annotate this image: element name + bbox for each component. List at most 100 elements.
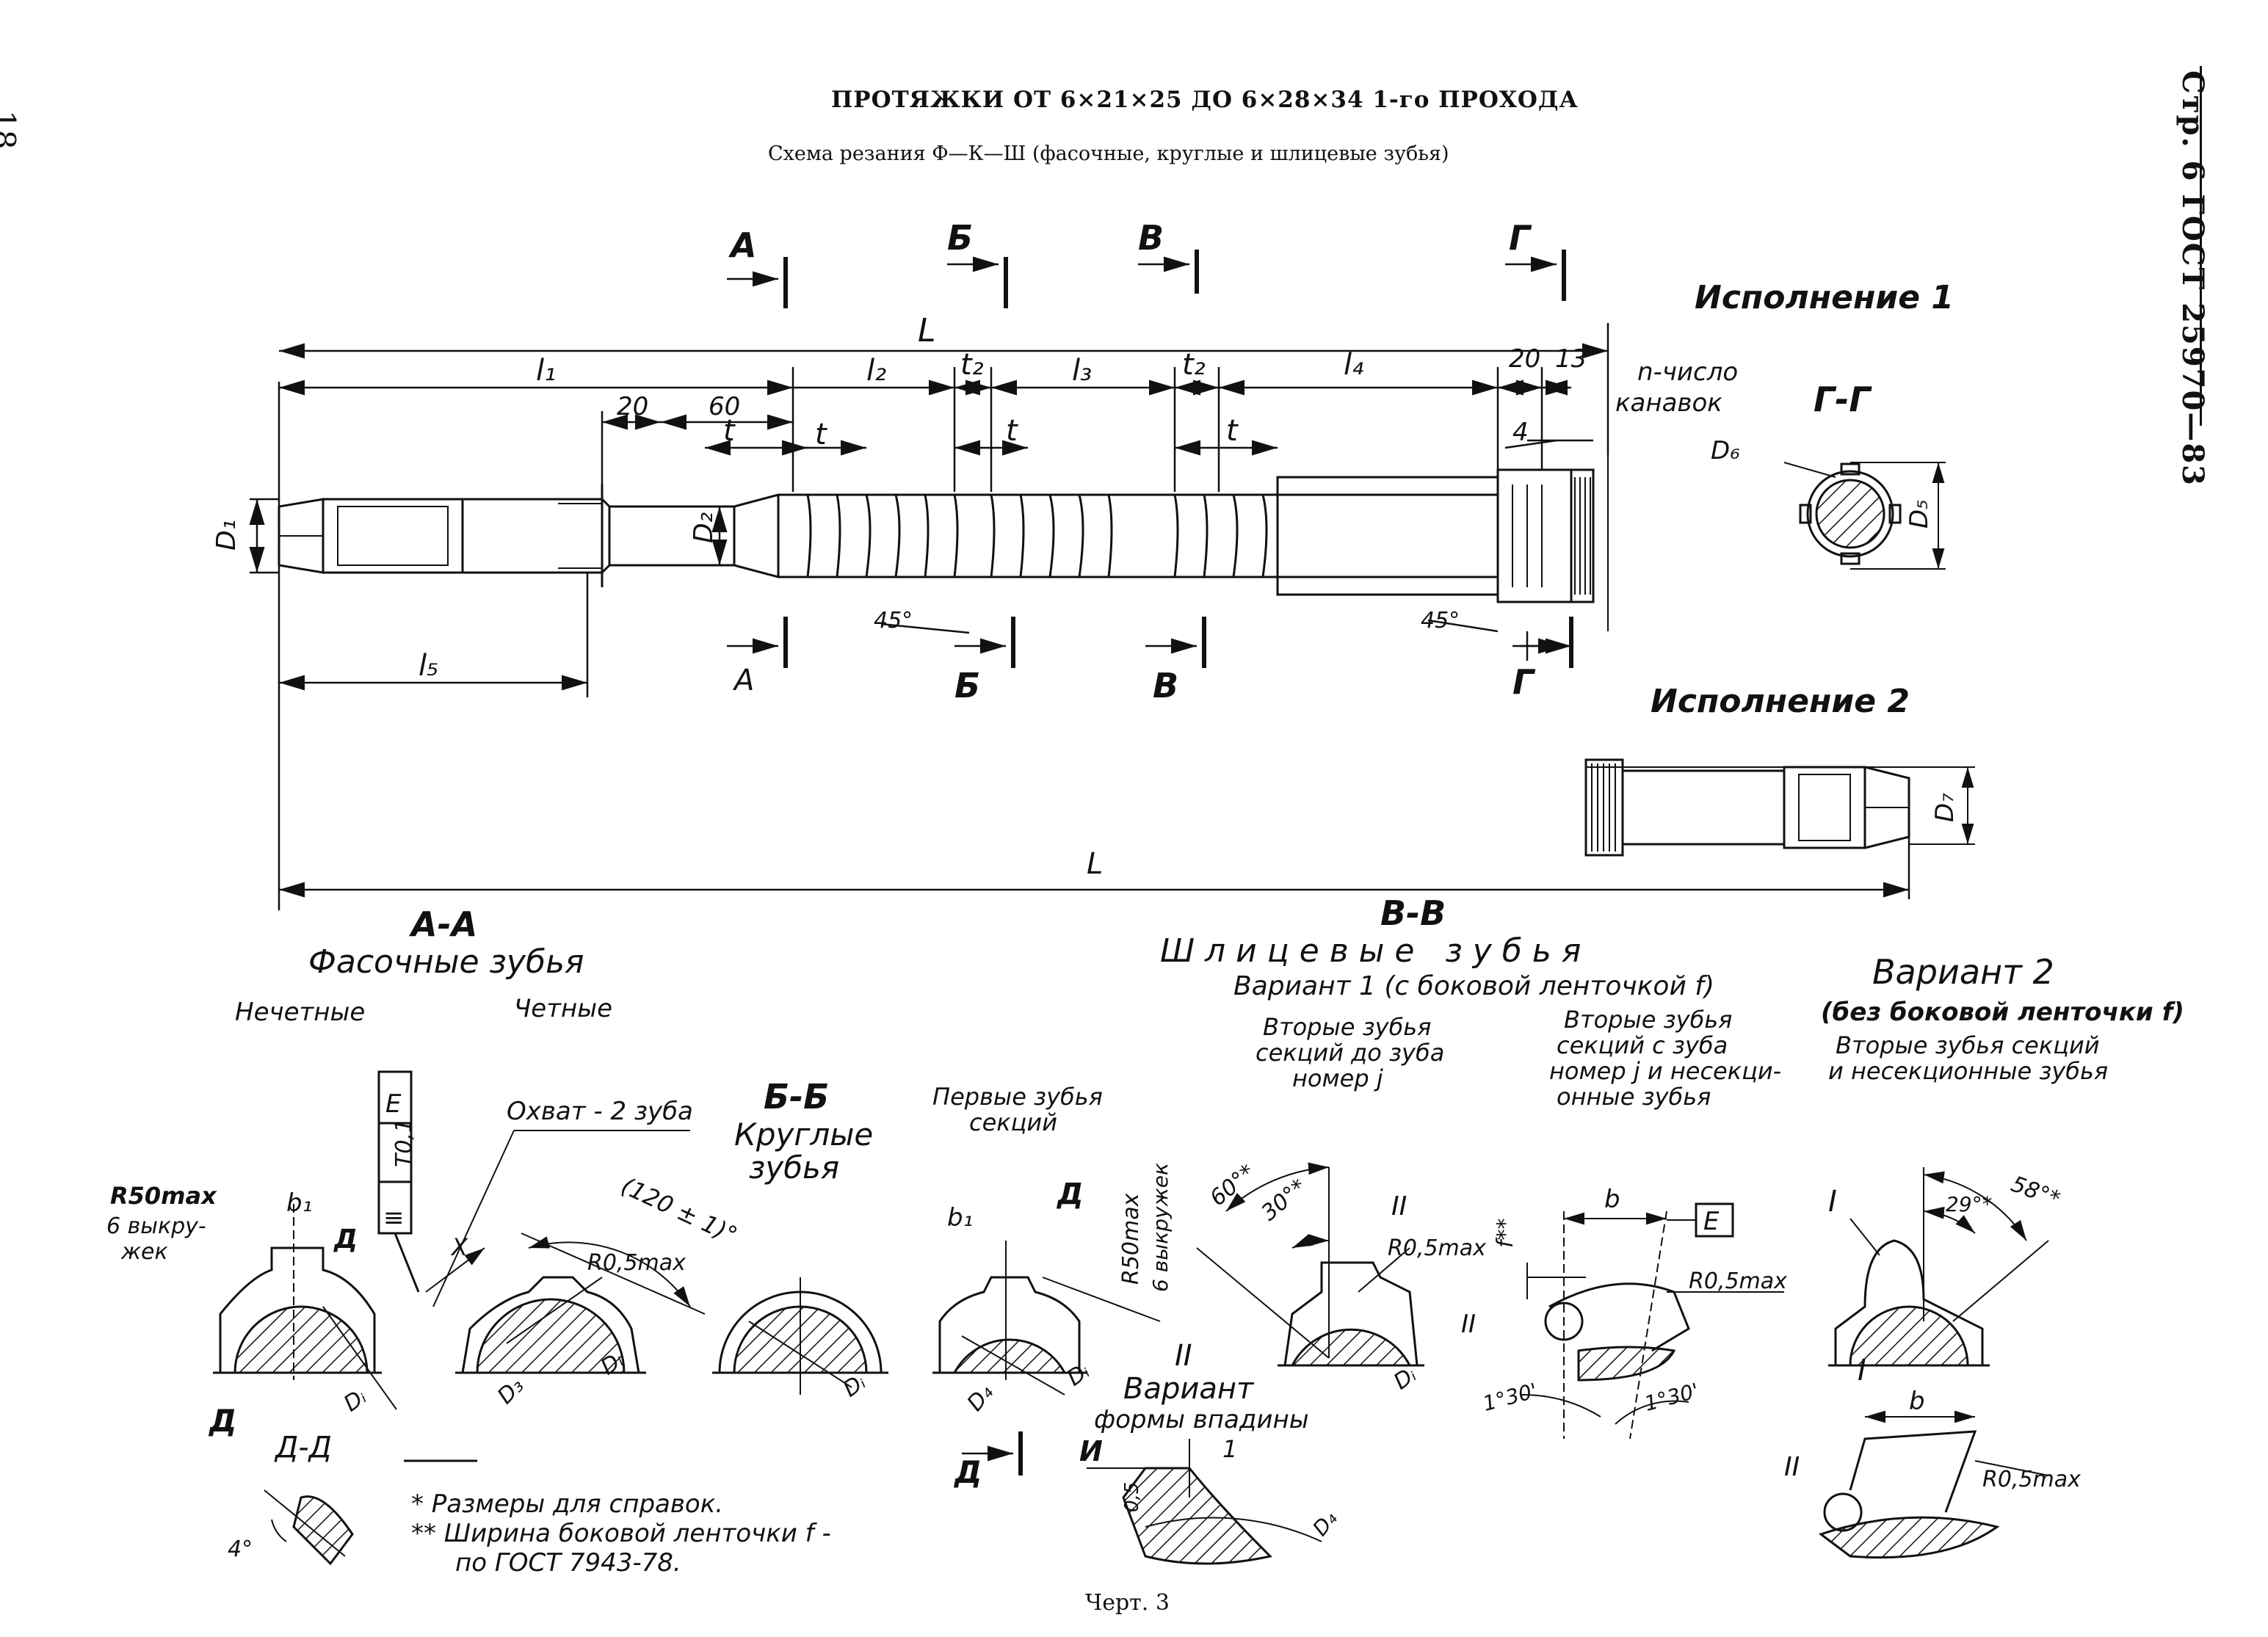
label-ang130-b: 1°30' — [1642, 1379, 1701, 1416]
variant1-first-teeth — [932, 1241, 1161, 1395]
label-r50: R50max — [110, 1182, 217, 1210]
variant2-desc-2: и несекционные зубья — [1828, 1057, 2108, 1085]
variant1-third-1: Вторые зубья — [1564, 1006, 1732, 1034]
variant2-note: (без боковой ленточки f) — [1821, 998, 2184, 1027]
label-coverage: Охват - 2 зуба — [507, 1097, 693, 1126]
dim-t2-b: t₂ — [1182, 348, 1206, 382]
datum-e — [1667, 1202, 1734, 1238]
version-2-label: Исполнение 2 — [1651, 683, 1910, 720]
variant1-second-1: Вторые зубья — [1263, 1013, 1431, 1041]
mark-g-top: Г — [1509, 218, 1532, 258]
dim-l1: l₁ — [536, 354, 556, 388]
section-bb-name-2: зубья — [749, 1150, 839, 1186]
section-gg-view — [1783, 462, 1946, 570]
dim-4: 4 — [1512, 418, 1529, 447]
tooth-group-3 — [1173, 494, 1268, 578]
dim-45-b: 45° — [1421, 608, 1460, 634]
section-aa-odd — [213, 1204, 397, 1410]
label-dd: Д-Д — [274, 1431, 332, 1464]
label-roman2-b: II — [1461, 1310, 1476, 1339]
dim-l2: l₂ — [866, 354, 886, 388]
label-d05: 0,5 — [1121, 1482, 1143, 1512]
grooves-label-1: n-число — [1637, 357, 1738, 387]
dim-L-top: L — [918, 312, 936, 349]
label-b1-b: b₁ — [947, 1203, 973, 1233]
groove-variant-ii — [1087, 1439, 1322, 1565]
section-bb-title: Б-Б — [764, 1077, 829, 1117]
label-x: X — [450, 1233, 468, 1261]
dim-t-2: t — [815, 418, 827, 451]
mark-b-bottom: Б — [954, 666, 980, 705]
label-f: f** — [1493, 1218, 1518, 1248]
variant2-desc-1: Вторые зубья секций — [1836, 1031, 2100, 1059]
label-ang29: 29°* — [1946, 1192, 1993, 1216]
dim-D2: D₂ — [689, 512, 719, 543]
section-aa-even — [425, 1130, 706, 1374]
label-i: И — [1079, 1435, 1103, 1467]
label-one: 1 — [1222, 1435, 1237, 1463]
label-D4b: D₄ — [1308, 1506, 1341, 1540]
dim-t-1: t — [723, 414, 736, 448]
label-b-b: b — [1909, 1387, 1925, 1416]
page-title: ПРОТЯЖКИ ОТ 6×21×25 ДО 6×28×34 1-го ПРОХ… — [831, 87, 1579, 113]
dim-t-4: t — [1226, 414, 1239, 448]
label-ang30: 30°* — [1256, 1175, 1311, 1227]
label-ang130-a: 1°30' — [1480, 1379, 1540, 1416]
label-e: E — [1703, 1207, 1720, 1236]
dim-t-3: t — [1006, 414, 1018, 448]
dim-D7: D₇ — [1930, 793, 1960, 822]
version-2-shank — [1584, 758, 1975, 857]
variant1-second-2: секций до зуба — [1256, 1039, 1444, 1067]
section-aa-name: Фасочные зубья — [308, 943, 584, 981]
variant2-teeth — [1828, 1167, 2049, 1367]
label-roman1-a: I — [1828, 1185, 1837, 1219]
label-d-d: Д — [1056, 1177, 1084, 1211]
section-bb-view — [712, 1277, 888, 1395]
figure-caption: Черт. 3 — [1085, 1590, 1170, 1616]
label-roman2-a: II — [1391, 1191, 1407, 1222]
note-3: по ГОСТ 7943-78. — [455, 1548, 681, 1578]
side-rule — [2200, 66, 2202, 426]
mark-v-top: В — [1138, 218, 1164, 258]
label-b-a: b — [1604, 1185, 1620, 1214]
label-4deg: 4° — [228, 1536, 253, 1562]
tooth-group-1 — [777, 494, 959, 578]
dimension-lines — [249, 323, 1910, 910]
variant1-second-teeth — [1196, 1162, 1424, 1367]
dim-45-a: 45° — [874, 608, 913, 634]
label-six-cuts-rot: 6 выкружек — [1148, 1163, 1173, 1292]
label-tol-ref: E — [385, 1089, 402, 1119]
page-subtitle: Схема резания Ф—К—Ш (фасочные, круглые и… — [768, 142, 1449, 165]
dim-l5: l₅ — [419, 649, 438, 683]
note-2: ** Ширина боковой ленточки f - — [411, 1519, 831, 1548]
dim-l3: l₃ — [1072, 354, 1092, 388]
variant1-first-2: секций — [969, 1108, 1057, 1136]
groove-variant-title: II — [1175, 1339, 1192, 1373]
mark-g-bottom: Г — [1512, 662, 1536, 702]
label-tol-sym: ≡ — [383, 1203, 405, 1233]
label-Di-b: Dᵢ — [339, 1384, 371, 1417]
label-r05-b: R0,5max — [1388, 1235, 1486, 1261]
dim-20: 20 — [617, 392, 648, 421]
label-Di-e: Dᵢ — [1389, 1362, 1421, 1395]
tooth-group-2 — [990, 494, 1113, 578]
label-Di-c: Dᵢ — [838, 1369, 870, 1402]
label-b1-a: b₁ — [286, 1188, 312, 1218]
mark-v-bottom: В — [1153, 666, 1178, 705]
section-vv-title: В-В — [1380, 893, 1446, 933]
grooves-label-2: канавок — [1615, 388, 1722, 418]
label-ang58: 58°* — [2007, 1172, 2063, 1213]
variant1-third-3: номер j и несекци- — [1549, 1057, 1781, 1085]
variant1-first-1: Первые зубья — [932, 1083, 1103, 1111]
section-vv-name: Ш л и ц е в ы е з у б ь я — [1160, 932, 1581, 970]
groove-variant-2: формы впадины — [1094, 1405, 1309, 1434]
label-D3: D₃ — [493, 1373, 529, 1409]
label-Di-d: Dᵢ — [1062, 1358, 1094, 1391]
dim-l4: l₄ — [1344, 348, 1363, 382]
variant1-title: Вариант 1 (с боковой ленточкой f) — [1233, 971, 1714, 1001]
mark-a-top: А — [728, 225, 757, 265]
dim-L-bottom: L — [1087, 847, 1103, 881]
label-d-a: Д — [333, 1224, 358, 1255]
broach-body — [278, 455, 1609, 631]
variant2-detail-i — [1818, 1410, 2049, 1559]
